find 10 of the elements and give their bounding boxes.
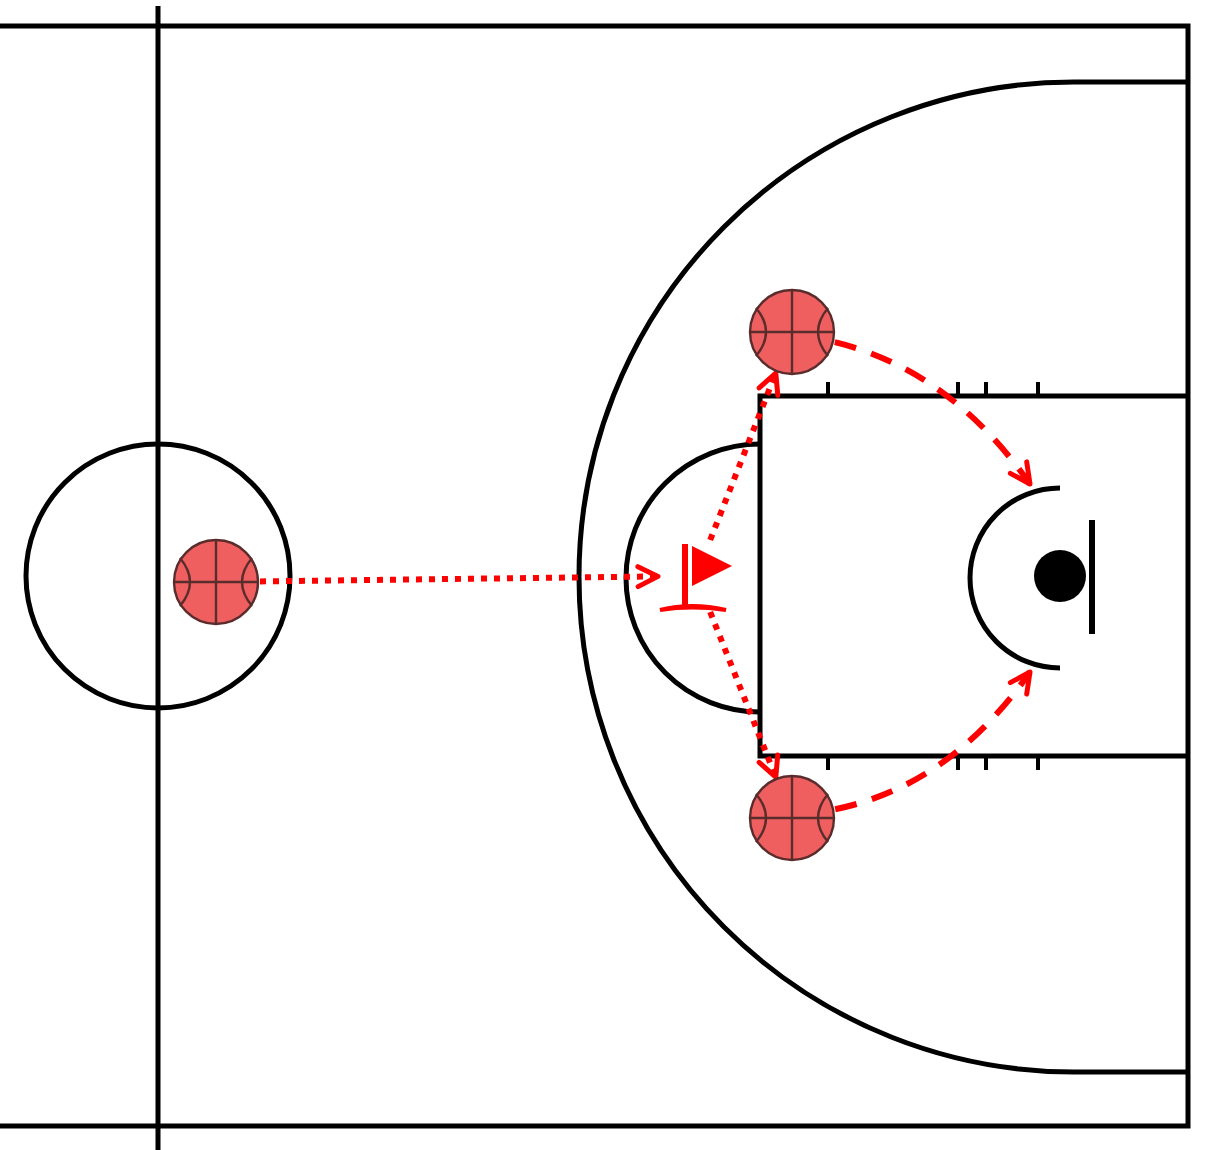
dotted-arrow	[259, 564, 661, 590]
basketball	[748, 288, 836, 376]
basketball-hoop	[966, 484, 1098, 672]
dashed-arrow	[834, 669, 1033, 813]
flag-marker	[658, 540, 734, 612]
dashed-arrow	[834, 339, 1033, 487]
basketball	[748, 774, 836, 862]
basketball	[172, 538, 260, 626]
dotted-arrow	[707, 370, 781, 542]
dotted-arrow	[707, 610, 781, 780]
